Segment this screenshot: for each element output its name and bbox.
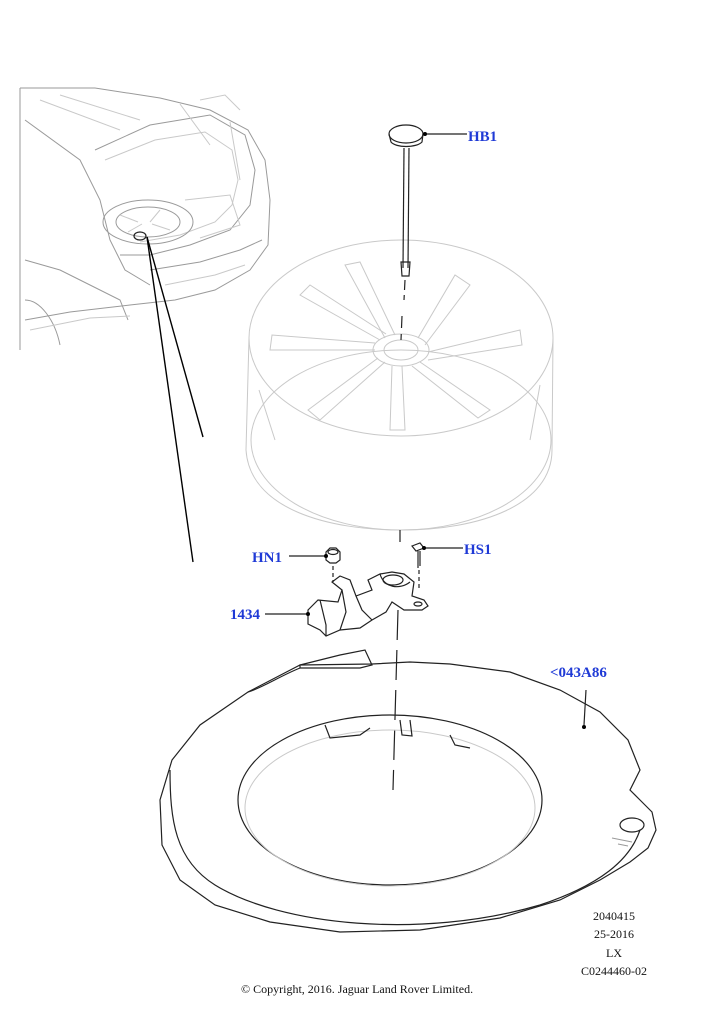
reference-line-1: 2040415: [593, 909, 635, 923]
reference-line-2: 25-2016: [594, 927, 634, 941]
spare-wheel: [245, 239, 554, 531]
reference-line-4: C0244460-02: [581, 964, 647, 978]
vehicle-rear-inset: [19, 87, 271, 350]
hold-down-bolt: [388, 124, 467, 301]
screw-hs1: [411, 542, 463, 588]
copyright-notice: © Copyright, 2016. Jaguar Land Rover Lim…: [241, 982, 474, 996]
wheel-well-foam-043a86: [159, 649, 657, 933]
callout-1434: 1434: [230, 607, 260, 623]
callout-hb1: HB1: [468, 129, 498, 145]
callout-043a86: <043A86: [550, 665, 607, 681]
callout-hs1: HS1: [464, 542, 492, 558]
reference-line-3: LX: [606, 946, 622, 960]
bracket-1434: [265, 571, 429, 637]
assembly-axis: [392, 315, 403, 791]
nut-hn1: [289, 547, 341, 582]
callout-hn1: HN1: [252, 550, 282, 566]
inset-leader-lines: [146, 236, 204, 563]
